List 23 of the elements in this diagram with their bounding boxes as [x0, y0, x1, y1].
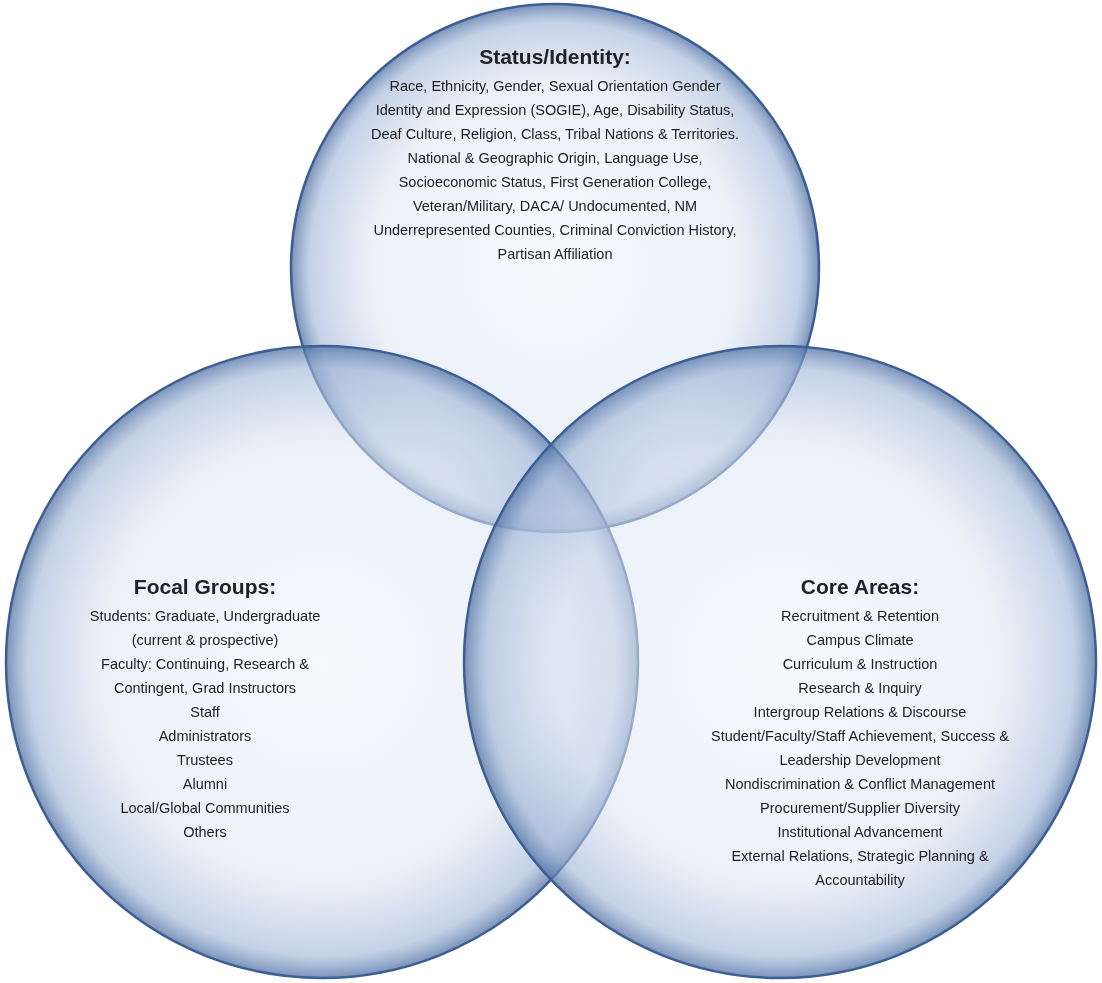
- list-item: Procurement/Supplier Diversity: [759, 799, 961, 818]
- list-item: Others: [182, 823, 228, 842]
- list-item: Campus Climate: [805, 631, 915, 650]
- list-item: Administrators: [157, 727, 253, 746]
- list-item: Faculty: Continuing, Research & Contingent, Grad Instructors: [100, 655, 310, 698]
- list-item: Local/Global Communities: [119, 799, 291, 818]
- list-item: Curriculum & Instruction: [781, 655, 939, 674]
- circle-heading: Focal Groups:: [133, 574, 277, 600]
- circle-heading: Status/Identity:: [479, 44, 631, 70]
- list-item: Alumni: [181, 775, 229, 794]
- list-item: Staff: [189, 703, 221, 722]
- list-item: Student/Faculty/Staff Achievement, Success & Leadership Development: [710, 727, 1010, 770]
- list-item: Students: Graduate, Undergraduate (current & prospective): [88, 607, 322, 650]
- circle-text: Race, Ethnicity, Gender, Sexual Orientation Gender Identity and Expression (SOGIE), Age, Disability Status, Deaf Culture, Religion, Class, Tribal Nations & Territories. National & Geographic Origin, Language Use, Socioeconomic Status, First Generation College, Veteran/Military, DACA/ Undocumented, NM Underrepresented Counties, Criminal Conviction History, Partisan Affiliation: [370, 77, 740, 264]
- list-item: External Relations, Strategic Planning & Accountability: [730, 847, 990, 890]
- circle-heading: Core Areas:: [800, 574, 920, 600]
- venn-circle: [462, 344, 1098, 980]
- list-item: Nondiscrimination & Conflict Management: [724, 775, 996, 794]
- list-item: Recruitment & Retention: [780, 607, 940, 626]
- list-item: Institutional Advancement: [776, 823, 944, 842]
- list-item: Research & Inquiry: [797, 679, 923, 698]
- list-item: Intergroup Relations & Discourse: [752, 703, 968, 722]
- list-item: Trustees: [176, 751, 234, 770]
